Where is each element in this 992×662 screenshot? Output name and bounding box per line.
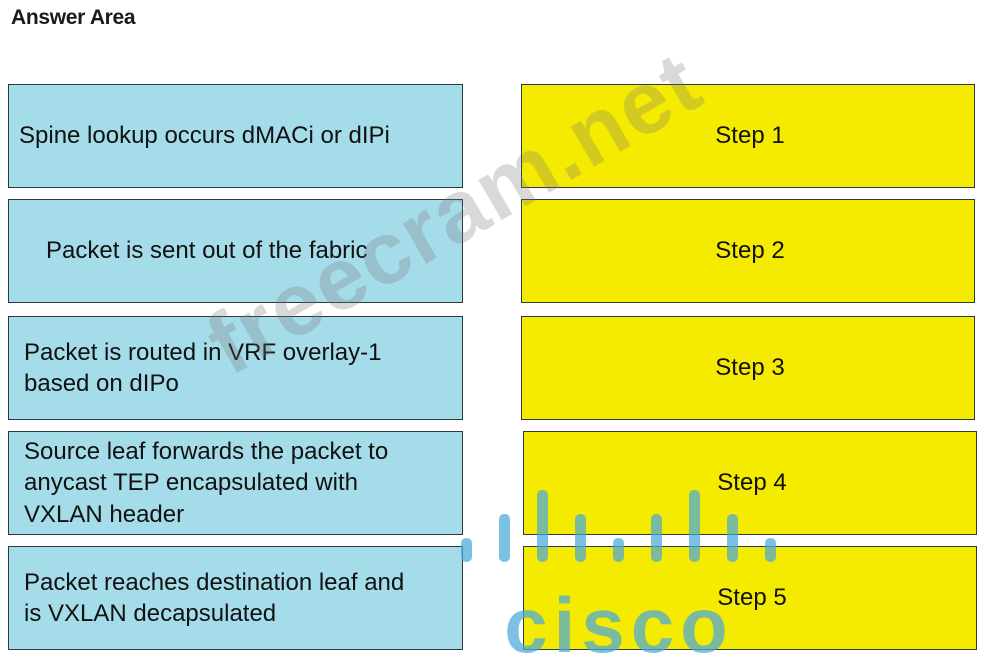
drop-slot-step-4[interactable]: Step 4 <box>523 431 977 535</box>
drag-item-destination-leaf[interactable]: Packet reaches destination leaf and is V… <box>8 546 463 650</box>
drag-item-label: Source leaf forwards the packet to anyca… <box>24 438 389 528</box>
drag-item-label: Packet is sent out of the fabric <box>46 237 368 265</box>
drop-slot-step-2[interactable]: Step 2 <box>521 199 975 303</box>
drop-slot-step-3[interactable]: Step 3 <box>521 316 975 420</box>
drop-slot-step-1[interactable]: Step 1 <box>521 84 975 188</box>
drag-item-source-leaf-forwards[interactable]: Source leaf forwards the packet to anyca… <box>8 431 463 535</box>
drop-slot-label: Step 3 <box>715 354 785 382</box>
answer-area-title: Answer Area <box>11 6 136 29</box>
drag-item-spine-lookup[interactable]: Spine lookup occurs dMACi or dIPi <box>8 84 463 188</box>
drop-slot-label: Step 4 <box>717 469 787 497</box>
drop-slot-label: Step 1 <box>715 122 785 150</box>
drag-item-label: Packet reaches destination leaf and is V… <box>24 568 405 627</box>
drop-slot-step-5[interactable]: Step 5 <box>523 546 977 650</box>
drag-item-packet-sent-out[interactable]: Packet is sent out of the fabric <box>8 199 463 303</box>
drop-slot-label: Step 2 <box>715 237 785 265</box>
drag-item-routed-vrf-overlay[interactable]: Packet is routed in VRF overlay-1 based … <box>8 316 463 420</box>
drop-slot-label: Step 5 <box>717 584 787 612</box>
drag-item-label: Packet is routed in VRF overlay-1 based … <box>24 338 382 397</box>
drag-item-label: Spine lookup occurs dMACi or dIPi <box>19 122 390 150</box>
